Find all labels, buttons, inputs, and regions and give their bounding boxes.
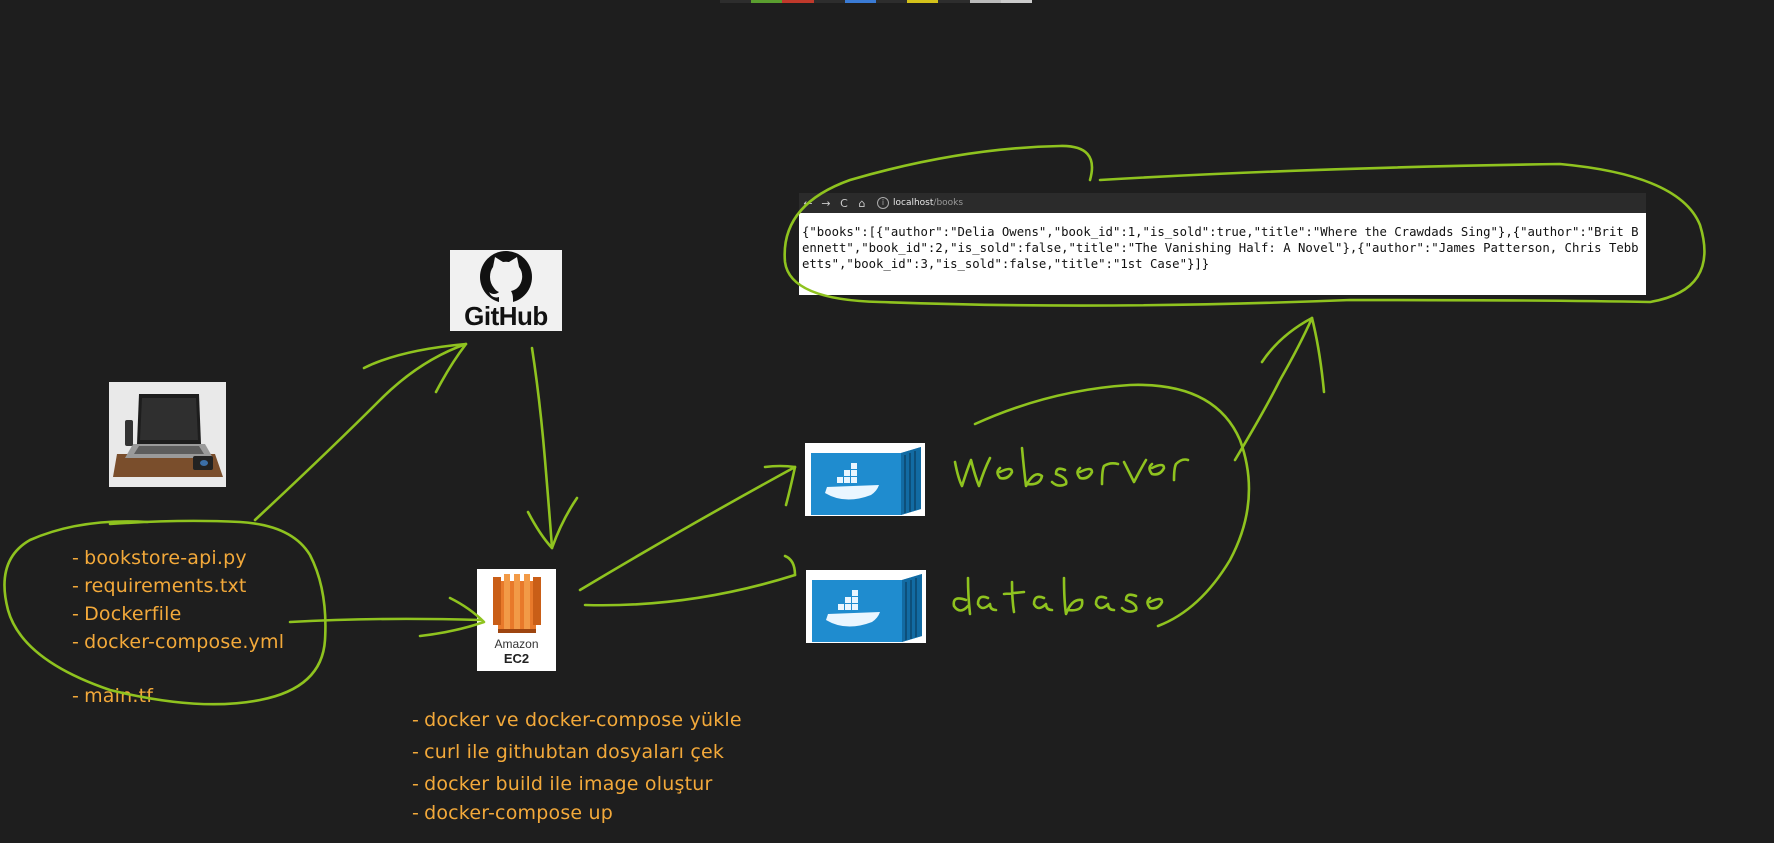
list-item: -curl ile githubtan dosyaları çek [412,741,725,763]
browser-toolbar: ← → C ⌂ i localhost/books [799,193,1646,213]
list-item: -bookstore-api.py [72,547,247,569]
reload-icon: C [840,196,848,210]
amazon-ec2-icon [493,574,541,633]
list-item: -docker build ile image oluştur [412,773,713,795]
address-bar: i localhost/books [877,197,963,209]
list-item: -docker-compose.yml [72,631,285,653]
github-logo: GitHub [450,250,562,331]
ec2-label-amazon: Amazon [494,637,539,651]
json-response: {"books":[{"author":"Delia Owens","book_… [802,225,1639,271]
docker-container-icon [812,574,922,642]
github-wordmark: GitHub [464,301,548,331]
database-container-image [806,570,926,643]
terraform-file-item: -main.tf [72,685,154,707]
docker-container-icon [811,447,921,515]
github-octocat-icon [480,251,532,303]
laptop-photo [109,382,226,487]
ec2-label-ec2: EC2 [503,651,530,666]
address-path: /books [933,198,964,208]
list-item: -docker-compose up [412,802,614,824]
list-item: -Dockerfile [72,603,182,625]
info-icon: i [877,197,889,209]
local-files-list: -bookstore-api.py -requirements.txt -Doc… [72,544,284,656]
list-item: -docker ve docker-compose yükle [412,709,742,731]
amazon-ec2-logo: Amazon EC2 [477,569,556,671]
ec2-steps-list: -docker ve docker-compose yükle -curl il… [412,704,742,826]
list-item: -requirements.txt [72,575,247,597]
address-host: localhost [893,198,934,208]
home-icon: ⌂ [858,196,866,210]
web-server-container-image [805,443,925,516]
browser-screenshot: ← → C ⌂ i localhost/books {"books":[{"aut… [799,193,1646,295]
back-arrow-icon: ← [803,196,813,210]
forward-arrow-icon: → [821,196,831,210]
toolbar-color-strip [720,0,1033,3]
